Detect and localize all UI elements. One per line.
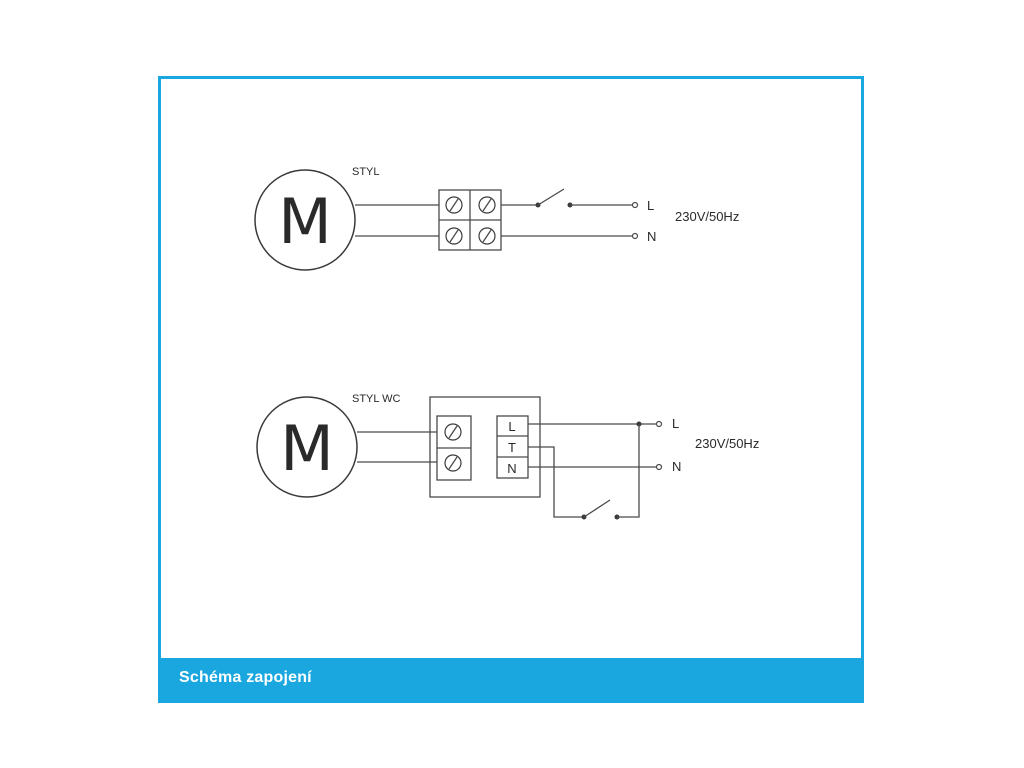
styl-wc-diagram: M STYL WC L T N (256, 393, 759, 520)
styl-wc-label: STYL WC (352, 393, 401, 405)
terminal-t-label: T (508, 440, 516, 455)
l-terminal-point (631, 201, 639, 209)
screw-icon (478, 196, 496, 214)
motor-circle (256, 396, 358, 498)
footer-bar: Schéma zapojení (158, 658, 864, 703)
t-wire (528, 446, 584, 518)
n-terminal-point (655, 463, 663, 471)
supply-line-l-label: L (647, 198, 654, 213)
supply-line-n-label: N (647, 229, 656, 244)
n-terminal-point (631, 232, 639, 240)
footer-title: Schéma zapojení (179, 669, 312, 686)
screw-icon (445, 196, 463, 214)
screw-icon (478, 227, 496, 245)
switch-lever (583, 499, 611, 518)
screw-icon (444, 454, 462, 472)
terminal-n-label: N (507, 461, 516, 476)
screw-icon (445, 227, 463, 245)
terminal-block (438, 189, 502, 251)
motor-circle (254, 169, 356, 271)
terminal-l-label: L (508, 419, 515, 434)
styl-diagram: M STYL (254, 166, 739, 271)
switch-lever (537, 188, 565, 206)
motor-terminal-block (436, 415, 472, 481)
switch-return-wire (617, 424, 640, 518)
supply-line-n-label: N (672, 459, 681, 474)
supply-line-l-label: L (672, 416, 679, 431)
motor-letter: M (280, 412, 334, 485)
screw-icon (444, 423, 462, 441)
l-terminal-point (655, 420, 663, 428)
motor-letter: M (278, 185, 332, 258)
ltn-terminal-block: L T N (496, 415, 529, 479)
supply-voltage-label: 230V/50Hz (695, 436, 759, 451)
styl-label: STYL (352, 166, 380, 178)
supply-voltage-label: 230V/50Hz (675, 209, 739, 224)
